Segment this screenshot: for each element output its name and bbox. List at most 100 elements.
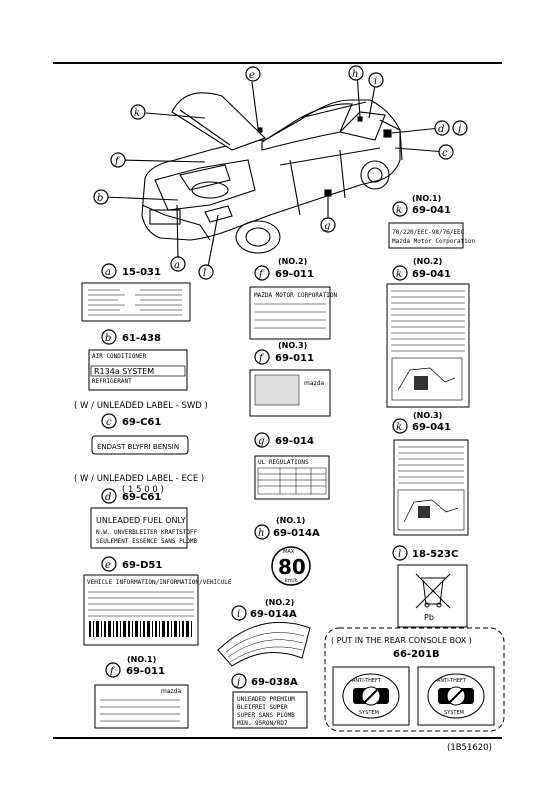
svg-text:(NO.3): (NO.3)	[413, 411, 442, 420]
top-rule	[53, 62, 502, 64]
figure-id: (1B51620)	[447, 743, 492, 753]
svg-text:d: d	[105, 492, 111, 503]
anti-theft-badge-1: ANTI-THEFT SYSTEM	[332, 666, 410, 726]
svg-text:VEHICLE INFORMATION/INFORMATIO: VEHICLE INFORMATION/INFORMATION/VEHICULE	[87, 579, 232, 586]
svg-text:SUPER SANS PLOMB: SUPER SANS PLOMB	[237, 712, 295, 719]
callout-e: e	[245, 66, 261, 82]
label-g-69-014: g 69-014 UL REGULATIONS	[254, 432, 330, 500]
svg-text:c: c	[106, 417, 112, 428]
label-b-61-438: b 61-438 AIR CONDITIONER R134a SYSTEM RE…	[88, 329, 188, 391]
svg-text:k: k	[396, 269, 402, 280]
svg-text:MIN. 95RON/RD7: MIN. 95RON/RD7	[237, 720, 288, 727]
svg-text:Pb: Pb	[424, 613, 434, 622]
barcode	[89, 621, 192, 637]
svg-text:AIR CONDITIONER: AIR CONDITIONER	[92, 353, 147, 360]
svg-text:j: j	[235, 677, 240, 688]
svg-text:km/h: km/h	[285, 578, 298, 584]
svg-text:(NO.2): (NO.2)	[278, 257, 307, 266]
label-k-no1-69-041: (NO.1) k 69-041 70/220/EEC-98/76/EEC Maz…	[388, 194, 475, 249]
label-k-no3-69-041: (NO.3) k 69-041	[392, 411, 469, 536]
svg-text:69-014: 69-014	[275, 436, 314, 447]
svg-text:69-011: 69-011	[126, 666, 165, 677]
car-callouts: e k f b a l g h i d j c	[93, 65, 468, 280]
callout-i: i	[368, 72, 384, 88]
svg-text:a: a	[105, 267, 111, 278]
svg-text:h: h	[352, 69, 358, 80]
label-j-69-038a: j 69-038A UNLEADED PREMIUM BLEIFREI SUPE…	[231, 673, 308, 729]
svg-text:ANTI-THEFT: ANTI-THEFT	[352, 678, 382, 684]
label-e-69-d51: e 69-D51 VEHICLE INFORMATION/INFORMATION…	[83, 556, 232, 646]
svg-text:70/220/EEC-98/76/EEC: 70/220/EEC-98/76/EEC	[392, 229, 465, 236]
svg-text:(NO.2): (NO.2)	[265, 598, 294, 607]
crossed-bin-icon	[415, 573, 451, 609]
svg-text:R134a SYSTEM: R134a SYSTEM	[94, 367, 154, 376]
svg-text:69-C61: 69-C61	[122, 492, 161, 503]
svg-text:f: f	[109, 666, 116, 677]
svg-text:(NO.1): (NO.1)	[412, 194, 441, 203]
svg-text:69-041: 69-041	[412, 205, 451, 216]
svg-text:b: b	[105, 333, 111, 344]
bottom-rule	[53, 737, 502, 739]
svg-text:61-438: 61-438	[122, 333, 161, 344]
svg-text:69-014A: 69-014A	[250, 609, 297, 620]
svg-text:(NO.1): (NO.1)	[127, 655, 156, 664]
svg-text:BLEIFREI SUPER: BLEIFREI SUPER	[237, 704, 288, 711]
svg-text:MAZDA MOTOR CORPORATION: MAZDA MOTOR CORPORATION	[254, 292, 337, 299]
callout-g: g	[320, 217, 336, 233]
svg-text:ENDAST BLYFRI BENSIN: ENDAST BLYFRI BENSIN	[97, 443, 179, 451]
label-a-15-031: a 15-031	[81, 263, 191, 322]
label-i-69-014a: (NO.2) i 69-014A	[217, 598, 311, 667]
svg-text:69-041: 69-041	[412, 269, 451, 280]
svg-text:f: f	[258, 353, 265, 364]
svg-text:f: f	[114, 156, 121, 167]
svg-text:k: k	[134, 108, 140, 119]
svg-text:(NO.1): (NO.1)	[276, 516, 305, 525]
svg-text:e: e	[105, 560, 111, 571]
callout-l: l	[198, 264, 214, 280]
svg-text:a: a	[174, 260, 180, 271]
svg-text:j: j	[456, 124, 461, 135]
label-l-18-523c: l 18-523C Pb	[392, 545, 468, 628]
svg-text:ANTI-THEFT: ANTI-THEFT	[437, 678, 467, 684]
svg-text:e: e	[249, 70, 255, 81]
label-k-no2-69-041: (NO.2) k 69-041	[386, 257, 470, 408]
svg-text:i: i	[237, 609, 240, 620]
svg-text:REFRIGERANT: REFRIGERANT	[92, 378, 132, 385]
label-h-69-014a: (NO.1) h 69-014A MAX 80 km/h	[254, 516, 320, 586]
callout-f: f	[110, 152, 126, 168]
label-f-no3-69-011: (NO.3) f 69-011 mazda	[249, 341, 331, 417]
callout-b: b	[93, 189, 109, 205]
svg-text:66-201B: 66-201B	[393, 649, 440, 660]
svg-text:b: b	[97, 193, 103, 204]
callout-h: h	[348, 65, 364, 81]
callout-j: j	[452, 120, 468, 136]
svg-text:80: 80	[278, 555, 306, 579]
svg-text:g: g	[324, 221, 330, 232]
callout-c: c	[438, 144, 454, 160]
svg-text:( W / UNLEADED LABEL - ECE ): ( W / UNLEADED LABEL - ECE )	[74, 474, 204, 484]
svg-text:mazda: mazda	[161, 688, 181, 695]
svg-text:( W / UNLEADED LABEL - SWD ): ( W / UNLEADED LABEL - SWD )	[74, 401, 208, 411]
car-illustration	[102, 72, 447, 268]
svg-text:18-523C: 18-523C	[412, 549, 458, 560]
svg-text:l: l	[203, 268, 206, 279]
svg-text:69-011: 69-011	[275, 353, 314, 364]
svg-text:UNLEADED FUEL ONLY: UNLEADED FUEL ONLY	[96, 516, 186, 525]
svg-text:f: f	[258, 269, 265, 280]
svg-text:69-011: 69-011	[275, 269, 314, 280]
anti-theft-badge-2: ANTI-THEFT SYSTEM	[417, 666, 495, 726]
callout-d: d	[434, 120, 450, 136]
callout-k: k	[130, 104, 146, 120]
svg-text:SYSTEM: SYSTEM	[359, 710, 379, 716]
svg-text:69-041: 69-041	[412, 422, 451, 433]
svg-text:( 1 5 0 0 ): ( 1 5 0 0 )	[122, 485, 164, 495]
svg-text:UNLEADED PREMIUM: UNLEADED PREMIUM	[237, 696, 295, 703]
svg-text:c: c	[442, 148, 448, 159]
svg-text:k: k	[396, 422, 402, 433]
label-f-no2-69-011: (NO.2) f 69-011 MAZDA MOTOR CORPORATION	[249, 257, 337, 340]
svg-text:k: k	[396, 205, 402, 216]
svg-text:SEULEMENT ESSENCE SANS PLOMB: SEULEMENT ESSENCE SANS PLOMB	[96, 538, 198, 545]
svg-text:l: l	[398, 549, 401, 560]
svg-text:Mazda Motor Corporation: Mazda Motor Corporation	[392, 238, 475, 245]
